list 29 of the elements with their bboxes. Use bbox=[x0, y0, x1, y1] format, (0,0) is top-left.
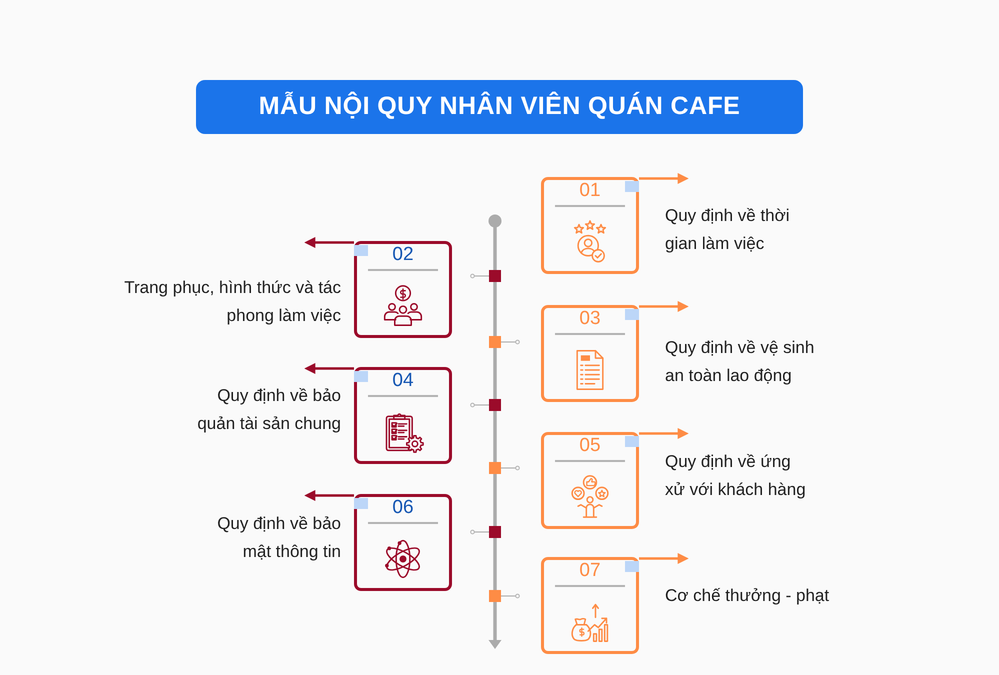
title-banner: MẪU NỘI QUY NHÂN VIÊN QUÁN CAFE bbox=[196, 80, 803, 134]
step-description: Quy định về bảo quản tài sản chung bbox=[196, 385, 341, 435]
step-card bbox=[541, 557, 639, 654]
arrow bbox=[304, 490, 354, 501]
step-description: Trang phục, hình thức và tác phong làm việc bbox=[123, 277, 341, 327]
step-number: 07 bbox=[579, 560, 601, 582]
arrow bbox=[304, 237, 354, 248]
step-description: Quy định về thời gian làm việc bbox=[665, 204, 791, 254]
step-description: Quy định về bảo mật thông tin bbox=[216, 513, 341, 563]
step-card bbox=[354, 367, 452, 464]
step-number: 03 bbox=[579, 308, 601, 330]
step-card bbox=[541, 305, 639, 402]
arrow bbox=[304, 363, 354, 374]
step-number: 05 bbox=[579, 435, 601, 457]
step-number: 04 bbox=[392, 370, 414, 392]
step-number: 06 bbox=[392, 497, 414, 519]
step-card bbox=[541, 177, 639, 274]
step-number: 02 bbox=[392, 244, 414, 266]
step-card bbox=[354, 241, 452, 338]
step-card bbox=[541, 432, 639, 529]
arrow bbox=[639, 301, 689, 312]
step-description: Quy định về vệ sinh an toàn lao động bbox=[665, 336, 816, 386]
arrow bbox=[639, 173, 689, 184]
step-number: 01 bbox=[579, 180, 601, 202]
step-card bbox=[354, 494, 452, 591]
step-description: Cơ chế thưởng - phạt bbox=[665, 585, 830, 607]
step-description: Quy định về ứng xử với khách hàng bbox=[665, 451, 807, 501]
arrow bbox=[639, 428, 689, 439]
arrow bbox=[639, 553, 689, 564]
